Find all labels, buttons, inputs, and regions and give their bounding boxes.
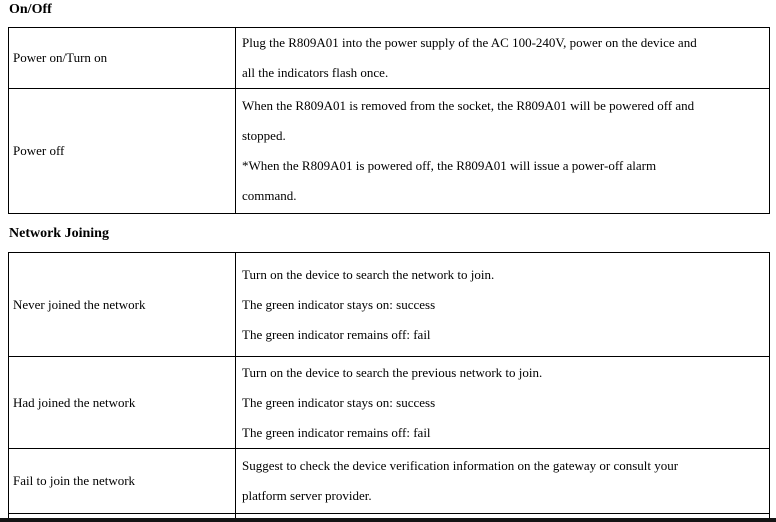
table-row: Fail to join the network Suggest to chec… [8, 448, 770, 514]
row-content-cell: Turn on the device to search the network… [235, 252, 770, 357]
screenshot-bottom-edge-bar [0, 518, 776, 522]
row-content-cell: Plug the R809A01 into the power supply o… [235, 27, 770, 89]
content-line: The green indicator stays on: success [242, 296, 436, 312]
row-label-cell: Never joined the network [8, 252, 236, 357]
section-heading-network-joining: Network Joining [9, 226, 109, 241]
content-line: command. [242, 188, 297, 203]
table-row: Power on/Turn on Plug the R809A01 into t… [8, 27, 770, 89]
row-content-cell: Suggest to check the device verification… [235, 448, 770, 514]
row-content-cell: When the R809A01 is removed from the soc… [235, 88, 770, 214]
content-line: Turn on the device to search the previou… [242, 364, 543, 380]
section-heading-on-off: On/Off [9, 2, 52, 17]
content-line: The green indicator remains off: fail [242, 424, 431, 440]
row-content-cell [235, 513, 770, 522]
content-line: stopped. [242, 128, 286, 143]
content-line: platform server provider. [242, 488, 372, 503]
content-line: The green indicator stays on: success [242, 394, 436, 410]
row-content-cell: Turn on the device to search the previou… [235, 356, 770, 449]
content-line: When the R809A01 is removed from the soc… [242, 98, 695, 113]
table-row-partial [8, 513, 770, 522]
row-label-cell: Had joined the network [8, 356, 236, 449]
content-line: The green indicator remains off: fail [242, 326, 431, 342]
content-line: Suggest to check the device verification… [242, 458, 679, 473]
network-joining-table: Never joined the network Turn on the dev… [8, 252, 770, 522]
content-line: Turn on the device to search the network… [242, 266, 495, 282]
content-line: *When the R809A01 is powered off, the R8… [242, 158, 657, 173]
row-label-cell: Power on/Turn on [8, 27, 236, 89]
row-label-cell: Power off [8, 88, 236, 214]
on-off-table: Power on/Turn on Plug the R809A01 into t… [8, 27, 770, 214]
table-row: Never joined the network Turn on the dev… [8, 252, 770, 357]
table-row: Had joined the network Turn on the devic… [8, 356, 770, 449]
table-row: Power off When the R809A01 is removed fr… [8, 88, 770, 214]
content-line: all the indicators flash once. [242, 65, 389, 80]
row-label-cell: Fail to join the network [8, 448, 236, 514]
content-line: Plug the R809A01 into the power supply o… [242, 35, 697, 50]
